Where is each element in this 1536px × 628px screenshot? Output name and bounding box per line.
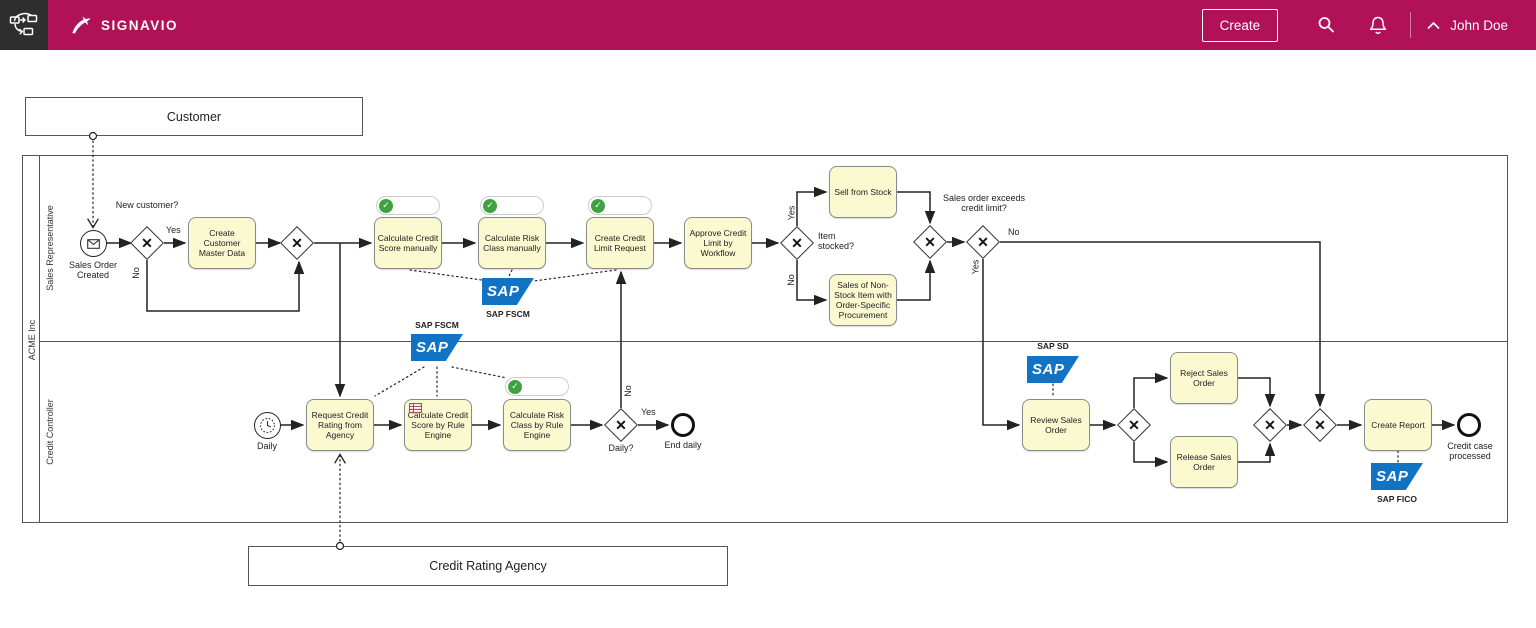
task-badge-approved[interactable]: ✓ [505,377,569,396]
flow-label-yes: Yes [166,225,181,235]
connectors [0,131,1456,551]
lane-divider [39,341,1507,342]
gateway-item-stocked-label: Item stocked? [818,231,855,251]
flow-label-yes: Yes [641,407,656,417]
timer-label: Daily [256,441,277,451]
gateway-daily-label: Daily? [608,443,634,453]
gateway-new-customer-label: New customer? [115,200,179,210]
diagram-canvas[interactable]: Customer ACME Inc Sales Representative C… [0,50,1536,628]
end-event-credit-case-processed[interactable] [1457,413,1481,437]
task-release-sales-order[interactable]: Release Sales Order [1170,436,1238,488]
task-calculate-risk-class-by-rule-engine[interactable]: Calculate Risk Class by Rule Engine [503,399,571,451]
task-calculate-credit-score-by-rule-engine[interactable]: Calculate Credit Score by Rule Engine [404,399,472,451]
process-manager-icon [9,12,38,36]
approved-check-icon: ✓ [591,198,605,213]
task-review-sales-order[interactable]: Review Sales Order [1022,399,1090,451]
pool-credit-rating-agency[interactable]: Credit Rating Agency [248,546,728,586]
task-create-credit-limit-request[interactable]: Create Credit Limit Request [586,217,654,269]
search-button[interactable] [1300,0,1352,50]
message-icon [87,238,100,249]
task-badge-approved[interactable]: ✓ [588,196,652,215]
create-button[interactable]: Create [1201,8,1279,42]
task-sell-from-stock[interactable]: Sell from Stock [829,166,897,218]
chevron-up-icon [1427,21,1440,29]
flow-label-no: No [622,385,633,397]
task-reject-sales-order[interactable]: Reject Sales Order [1170,352,1238,404]
flow-label-no: No [1008,227,1020,237]
task-create-customer-master-data[interactable]: Create Customer Master Data [188,217,256,269]
approved-check-icon: ✓ [483,198,497,213]
sap-fscm-label: SAP FSCM [486,309,530,319]
sap-fscm-label: SAP FSCM [415,320,459,330]
signavio-gazelle-icon [72,16,91,34]
task-sales-of-non-stock-item[interactable]: Sales of Non-Stock Item with Order-Speci… [829,274,897,326]
timer-icon [259,417,276,434]
pool-name-divider [39,156,40,522]
task-approve-credit-limit-by-workflow[interactable]: Approve Credit Limit by Workflow [684,217,752,269]
top-bar: SIGNAVIO Create John Doe [0,0,1536,50]
task-calculate-credit-score-manually[interactable]: Calculate Credit Score manually [374,217,442,269]
start-event-sales-order-created[interactable] [80,230,107,257]
flow-label-no: No [785,274,796,286]
pool-customer-label: Customer [166,109,222,124]
end-event-credit-case-label: Credit case processed [1447,441,1493,462]
header-divider [1410,12,1412,38]
flow-label-no: No [130,267,141,279]
task-badge-approved[interactable]: ✓ [376,196,440,215]
sap-fscm-logo[interactable]: SAP [482,278,534,305]
bell-icon [1370,16,1387,34]
flow-label-yes: Yes [970,259,981,275]
task-badge-approved[interactable]: ✓ [480,196,544,215]
task-request-credit-rating-from-agency[interactable]: Request Credit Rating from Agency [306,399,374,451]
business-rule-icon [409,403,422,413]
flow-label-yes: Yes [786,205,797,221]
search-icon [1318,17,1335,33]
gateway-exceeds-credit-limit-label: Sales order exceeds credit limit? [942,193,1026,213]
end-event-daily-label: End daily [664,440,702,450]
user-menu[interactable]: John Doe [1427,18,1508,33]
notifications-button[interactable] [1352,0,1404,50]
approved-check-icon: ✓ [379,198,393,213]
task-create-report[interactable]: Create Report [1364,399,1432,451]
sap-sd-label: SAP SD [1037,341,1069,351]
pool-customer[interactable]: Customer [25,97,363,136]
sap-fico-label: SAP FICO [1377,494,1417,504]
start-event-label: Sales Order Created [68,260,118,281]
brand-name: SIGNAVIO [101,17,179,33]
app-switcher-button[interactable] [0,0,48,50]
sap-sd-logo[interactable]: SAP [1027,356,1079,383]
approved-check-icon: ✓ [508,379,522,394]
task-calculate-risk-class-manually[interactable]: Calculate Risk Class manually [478,217,546,269]
pool-credit-rating-agency-label: Credit Rating Agency [429,559,547,573]
start-event-daily-timer[interactable] [254,412,281,439]
user-name: John Doe [1450,17,1508,33]
end-event-daily[interactable] [671,413,695,437]
brand[interactable]: SIGNAVIO [70,14,178,36]
